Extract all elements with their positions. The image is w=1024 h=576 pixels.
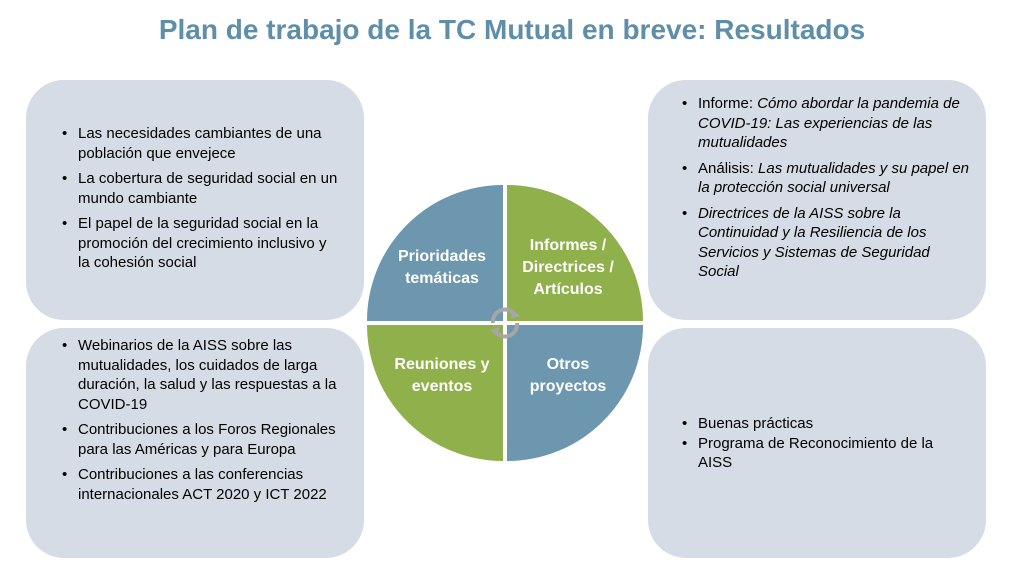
item-title: Directrices de la AISS sobre la Continui…	[698, 204, 930, 281]
reports-guidelines-list: Informe: Cómo abordar la pandemia de COV…	[678, 94, 970, 282]
quadrant-label: Otros proyectos	[529, 356, 607, 395]
thematic-priorities-list: Las necesidades cambiantes de una poblac…	[58, 124, 342, 273]
reports-guidelines-panel: Informe: Cómo abordar la pandemia de COV…	[648, 80, 986, 320]
page-title: Plan de trabajo de la TC Mutual en breve…	[158, 14, 866, 45]
list-item: Las necesidades cambiantes de una poblac…	[58, 124, 342, 163]
item-title: Cómo abordar la pandemia de COVID-19: La…	[698, 95, 960, 151]
list-item: Buenas prácticas	[678, 414, 970, 434]
quadrant-label: Reuniones y eventos	[394, 356, 490, 395]
list-item: Programa de Reconocimiento de la AISS	[678, 434, 970, 473]
quadrant-label: Prioridades temáticas	[397, 248, 487, 287]
list-item: Contribuciones a las conferencias intern…	[58, 465, 346, 504]
list-item: Contribuciones a los Foros Regionales pa…	[58, 420, 346, 459]
quadrant-label: Informes / Directrices / Artículos	[522, 237, 614, 298]
list-item: El papel de la seguridad social en la pr…	[58, 214, 342, 273]
list-item: La cobertura de seguridad social en un m…	[58, 169, 342, 208]
quadrant-thematic-priorities: Prioridades temáticas	[367, 185, 503, 321]
cycle-arrows-icon	[490, 307, 520, 339]
list-item: Informe: Cómo abordar la pandemia de COV…	[678, 94, 970, 153]
quadrant-other-projects: Otros proyectos	[507, 325, 643, 461]
item-prefix: Análisis:	[698, 159, 759, 177]
other-projects-panel: Buenas prácticas Programa de Reconocimie…	[648, 328, 986, 558]
item-title: Las mutualidades y su papel en la protec…	[698, 159, 970, 197]
list-item: Directrices de la AISS sobre la Continui…	[678, 204, 970, 282]
item-prefix: Informe:	[698, 95, 758, 112]
list-item: Webinarios de la AISS sobre las mutualid…	[58, 336, 346, 414]
quadrant-meetings-events: Reuniones y eventos	[367, 325, 503, 461]
other-projects-list: Buenas prácticas Programa de Reconocimie…	[678, 414, 970, 473]
meetings-events-panel: Webinarios de la AISS sobre las mutualid…	[26, 328, 364, 558]
meetings-events-list: Webinarios de la AISS sobre las mutualid…	[58, 336, 346, 504]
thematic-priorities-panel: Las necesidades cambiantes de una poblac…	[26, 80, 364, 320]
quadrant-reports-guidelines: Informes / Directrices / Artículos	[507, 185, 643, 321]
list-item: Análisis: Las mutualidades y su papel en…	[678, 159, 970, 198]
